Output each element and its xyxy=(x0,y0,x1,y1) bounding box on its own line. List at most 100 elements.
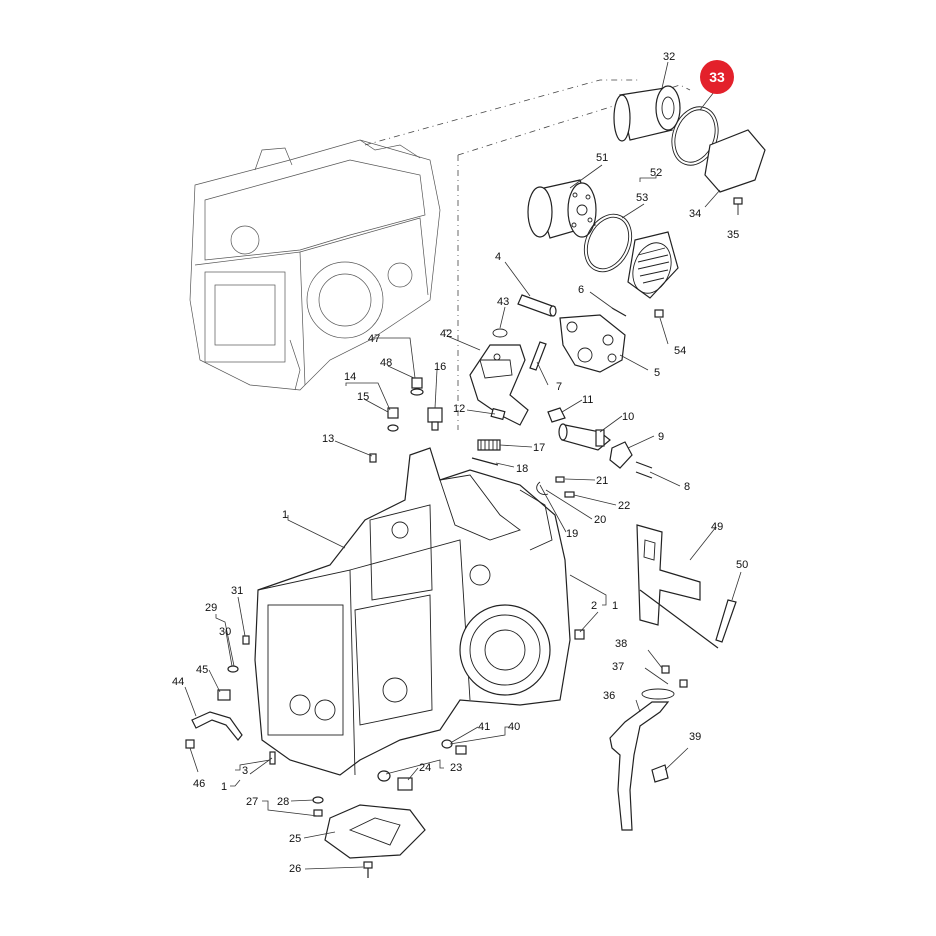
callout-8: 8 xyxy=(684,481,690,493)
part-sump-plate xyxy=(324,804,426,859)
callout-42: 42 xyxy=(440,328,452,340)
part-o-ring-43 xyxy=(492,328,508,338)
part-bolt-26 xyxy=(363,861,373,878)
callout-4: 4 xyxy=(495,251,501,263)
highlight-label: 33 xyxy=(709,69,725,85)
callout-53: 53 xyxy=(636,192,648,204)
part-plug-40 xyxy=(455,745,467,755)
callout-21: 21 xyxy=(596,475,608,487)
callout-5: 5 xyxy=(654,367,660,379)
part-valve-block xyxy=(559,314,626,373)
callout-labels: 32 34 35 51 52 53 54 4 6 43 42 5 7 47 48… xyxy=(172,51,748,875)
part-fitting-48 xyxy=(410,377,424,396)
part-washer-28 xyxy=(312,796,324,804)
part-bolts-8 xyxy=(635,461,653,479)
part-plug-45 xyxy=(217,689,231,701)
part-pin-4 xyxy=(517,294,557,317)
callout-15: 15 xyxy=(357,391,369,403)
part-washer-30 xyxy=(227,665,239,673)
callout-39: 39 xyxy=(689,731,701,743)
callout-26: 26 xyxy=(289,863,301,875)
part-cover xyxy=(704,129,766,193)
callout-40: 40 xyxy=(508,721,520,733)
part-shaft-10 xyxy=(558,423,611,451)
callout-49: 49 xyxy=(711,521,723,533)
callout-1c: 1 xyxy=(221,781,227,793)
callout-30: 30 xyxy=(219,626,231,638)
callout-23: 23 xyxy=(450,762,462,774)
part-bolt-54 xyxy=(654,309,664,318)
callout-24: 24 xyxy=(419,762,431,774)
part-gasket-37 xyxy=(641,688,675,700)
callout-12: 12 xyxy=(453,403,465,415)
callout-19: 19 xyxy=(566,528,578,540)
callout-13: 13 xyxy=(322,433,334,445)
part-rod-50 xyxy=(715,599,737,643)
callout-25: 25 xyxy=(289,833,301,845)
part-stud-3 xyxy=(269,751,276,765)
callout-32: 32 xyxy=(663,51,675,63)
reference-frame xyxy=(364,79,640,146)
callout-27: 27 xyxy=(246,796,258,808)
callout-35: 35 xyxy=(727,229,739,241)
callout-51: 51 xyxy=(596,152,608,164)
part-bolt-35 xyxy=(733,197,743,215)
leader-lines xyxy=(184,61,742,870)
part-bolt-2 xyxy=(574,629,585,640)
part-hose-36 xyxy=(609,701,670,831)
part-clip-11 xyxy=(547,407,566,423)
part-pump-housing xyxy=(469,344,529,426)
part-bolt-38a xyxy=(661,665,670,674)
part-bolt-46 xyxy=(185,739,195,749)
callout-54: 54 xyxy=(674,345,686,357)
part-pipe-44 xyxy=(191,711,243,741)
callout-44: 44 xyxy=(172,676,184,688)
callout-36: 36 xyxy=(603,690,615,702)
callout-1: 1 xyxy=(282,509,288,521)
part-filter-grille xyxy=(627,231,679,299)
callout-41: 41 xyxy=(478,721,490,733)
callout-1b: 1 xyxy=(612,600,618,612)
callout-52: 52 xyxy=(650,167,662,179)
part-bolt-31 xyxy=(242,635,250,645)
reference-assembly-ghost xyxy=(189,139,441,391)
part-clip-20 xyxy=(536,481,549,496)
part-seal-ring xyxy=(583,213,633,273)
callout-22: 22 xyxy=(618,500,630,512)
callout-47: 47 xyxy=(368,333,380,345)
part-plug-13 xyxy=(369,453,377,463)
callout-7: 7 xyxy=(556,381,562,393)
part-washer-24 xyxy=(377,770,391,782)
callout-10: 10 xyxy=(622,411,634,423)
part-fitting-15 xyxy=(387,407,399,432)
callout-38: 38 xyxy=(615,638,627,650)
callout-3: 3 xyxy=(242,765,248,777)
part-pin-18 xyxy=(471,457,499,466)
part-key-12 xyxy=(490,407,506,421)
part-bracket-9 xyxy=(609,441,633,469)
highlight-badge[interactable]: 33 xyxy=(700,60,734,94)
part-filter-element xyxy=(527,179,597,239)
part-filter-cartridge xyxy=(613,85,681,142)
part-sensor-16 xyxy=(427,407,443,431)
callout-29: 29 xyxy=(205,602,217,614)
part-clamp-39 xyxy=(651,764,669,783)
callout-46: 46 xyxy=(193,778,205,790)
part-21 xyxy=(555,476,565,483)
callout-18: 18 xyxy=(516,463,528,475)
callout-2: 2 xyxy=(591,600,597,612)
callout-28: 28 xyxy=(277,796,289,808)
part-bracket-49 xyxy=(636,524,719,649)
part-bolt-38b xyxy=(679,679,688,688)
callout-9: 9 xyxy=(658,431,664,443)
callout-45: 45 xyxy=(196,664,208,676)
callout-50: 50 xyxy=(736,559,748,571)
callout-48: 48 xyxy=(380,357,392,369)
callout-11: 11 xyxy=(582,394,593,406)
callout-37: 37 xyxy=(612,661,624,673)
part-plug-27 xyxy=(313,809,323,817)
callout-14: 14 xyxy=(344,371,356,383)
callout-6: 6 xyxy=(578,284,584,296)
callout-17: 17 xyxy=(533,442,545,454)
